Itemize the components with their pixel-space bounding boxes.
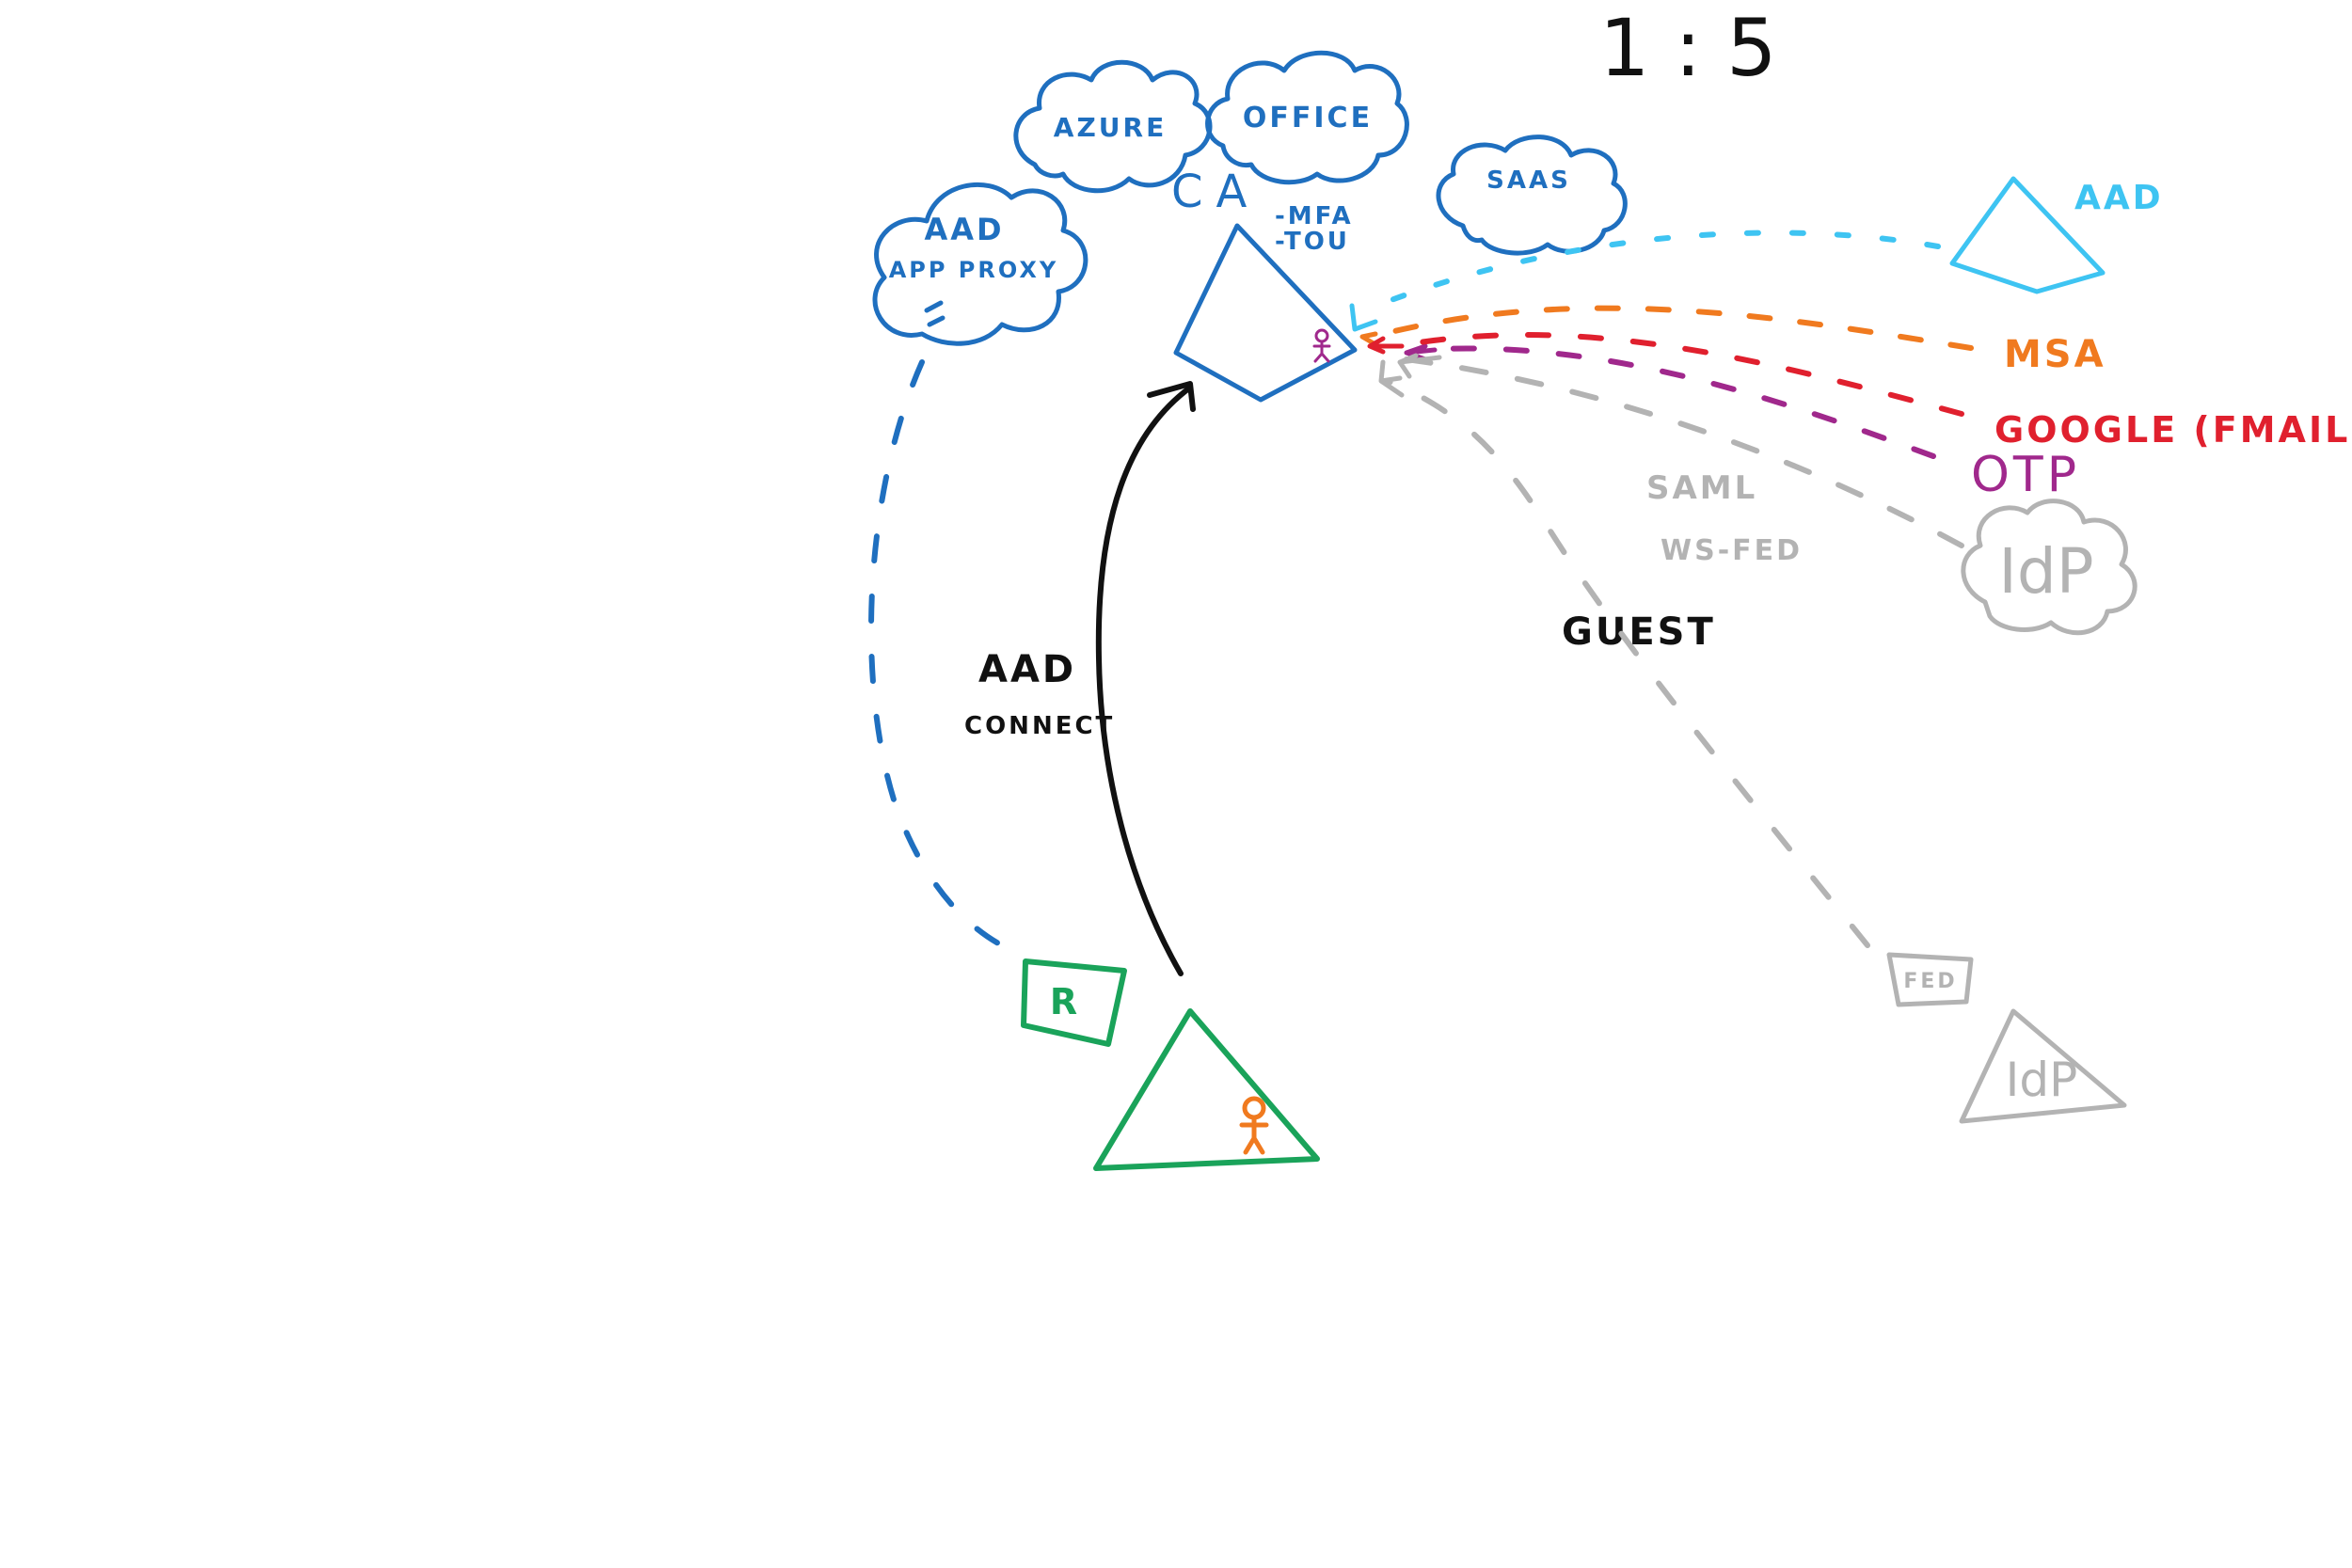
idp-triangle-label: IdP — [2006, 1053, 2078, 1107]
msa-federation-line — [1380, 305, 1974, 351]
tenant-triangle-blue — [1173, 223, 1358, 403]
cloud-azure: AZURE — [1013, 59, 1213, 194]
saml-federation-line — [1404, 356, 1964, 548]
connector-r-box: R — [1021, 958, 1127, 1047]
arrowhead-msa — [1359, 331, 1378, 346]
connector-r-label: R — [1050, 981, 1080, 1022]
cloud-office: OFFICE — [1205, 50, 1409, 185]
aad-federation-line — [1361, 230, 1941, 313]
aad-provider-label: AAD — [2074, 179, 2164, 217]
saml-label: SAML — [1646, 469, 1757, 507]
arrowhead-google — [1367, 336, 1405, 355]
user-icon — [1239, 1096, 1269, 1155]
cloud-office-label: OFFICE — [1243, 102, 1373, 135]
cloud-idp: IdP — [1961, 499, 2137, 636]
google-federation-line — [1394, 332, 1964, 417]
aad-connect-arrowhead — [1147, 381, 1196, 412]
aad-connect-label-line2: CONNECT — [964, 712, 1115, 740]
arrowhead-aad — [1349, 303, 1378, 332]
guest-user-icon — [1312, 328, 1331, 363]
arrowhead-guest — [1378, 359, 1405, 398]
aad-connect-label-line1: AAD — [978, 648, 1076, 691]
fed-box: FED — [1886, 952, 1974, 1007]
aad-connect-arrow — [1095, 385, 1193, 976]
ratio-label: 1 : 5 — [1599, 2, 1777, 94]
cloud-aad-app-proxy-line1: AAD — [924, 212, 1004, 247]
msa-provider-label: MSA — [2004, 333, 2106, 376]
cloud-azure-label: AZURE — [1054, 112, 1167, 143]
onprem-triangle — [1093, 1008, 1320, 1171]
cloud-aad-app-proxy: AAD APP PROXY — [872, 182, 1089, 346]
ca-control-tou: -TOU — [1275, 228, 1350, 256]
ca-label: CA — [1171, 166, 1260, 218]
wsfed-label: WS-FED — [1661, 534, 1803, 567]
fed-box-label: FED — [1903, 970, 1957, 993]
aad-triangle — [1949, 176, 2106, 294]
guest-label: GUEST — [1562, 610, 1716, 654]
cloud-idp-label: IdP — [1998, 535, 2093, 608]
cloud-saas: SAAS — [1436, 135, 1628, 256]
otp-provider-label: OTP — [1971, 447, 2080, 503]
guest-federation-line — [1385, 378, 1870, 948]
cloud-aad-app-proxy-line2: APP PROXY — [889, 257, 1059, 283]
otp-federation-line — [1418, 345, 1936, 459]
google-provider-label: GOOGLE (FMAIL) — [1994, 409, 2352, 451]
idp-triangle: IdP — [1959, 1008, 2127, 1124]
cloud-saas-label: SAAS — [1486, 166, 1571, 195]
ca-control-mfa: -MFA — [1275, 202, 1354, 230]
